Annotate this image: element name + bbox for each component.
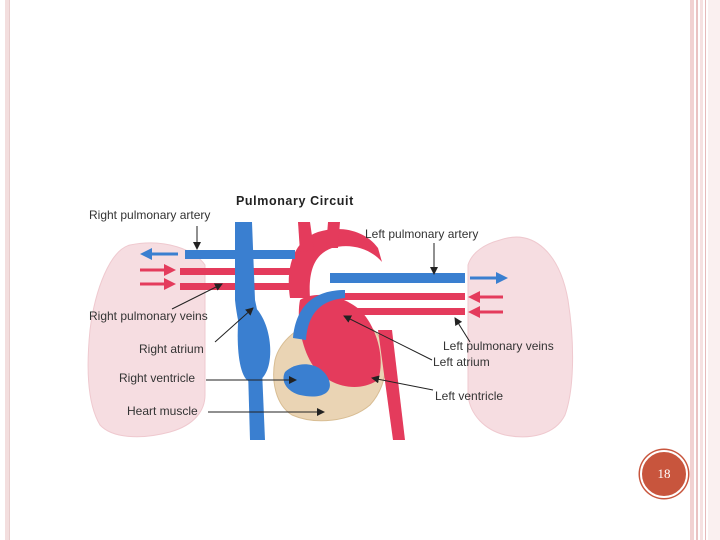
slide-frame-left [5,0,10,540]
descending-aorta [378,330,405,440]
pulmonary-trunk [293,290,345,340]
slide-frame-right [690,0,694,540]
left-ventricle-wall [298,294,381,387]
label-heart-muscle: Heart muscle [127,404,198,418]
aorta-top2 [326,222,340,248]
leader-lines [171,226,471,416]
left-lung [467,236,574,438]
label-left-ventricle: Left ventricle [435,389,504,403]
label-left-pulmonary-artery: Left pulmonary artery [365,227,479,241]
left-pulmonary-vein-lower [340,308,465,315]
slide-frame-right [708,0,720,540]
diagram-title: Pulmonary Circuit [236,194,354,208]
slide-frame-right [700,0,703,540]
left-pulmonary-vein-upper [340,293,465,300]
right-pulmonary-artery [185,250,295,259]
right-lung [87,242,206,438]
label-left-atrium: Left atrium [433,355,490,369]
label-right-ventricle: Right ventricle [119,371,196,385]
label-right-atrium: Right atrium [139,342,204,356]
flow-arrows-left-lung [468,272,508,318]
slide-frame-right [705,0,706,540]
label-right-pulmonary-artery: Right pulmonary artery [89,208,211,222]
aorta-top [298,222,314,252]
label-right-pulmonary-veins: Right pulmonary veins [89,309,208,323]
label-left-pulmonary-veins: Left pulmonary veins [443,339,554,353]
right-atrium [237,300,271,383]
inferior-vena-cava [248,370,265,440]
right-ventricle [283,364,330,397]
flow-arrows-right-lung [140,248,178,290]
left-pulmonary-artery [330,273,465,283]
slide-frame-right [696,0,698,540]
page-number-badge: 18 [640,450,688,498]
page-number: 18 [657,466,671,481]
